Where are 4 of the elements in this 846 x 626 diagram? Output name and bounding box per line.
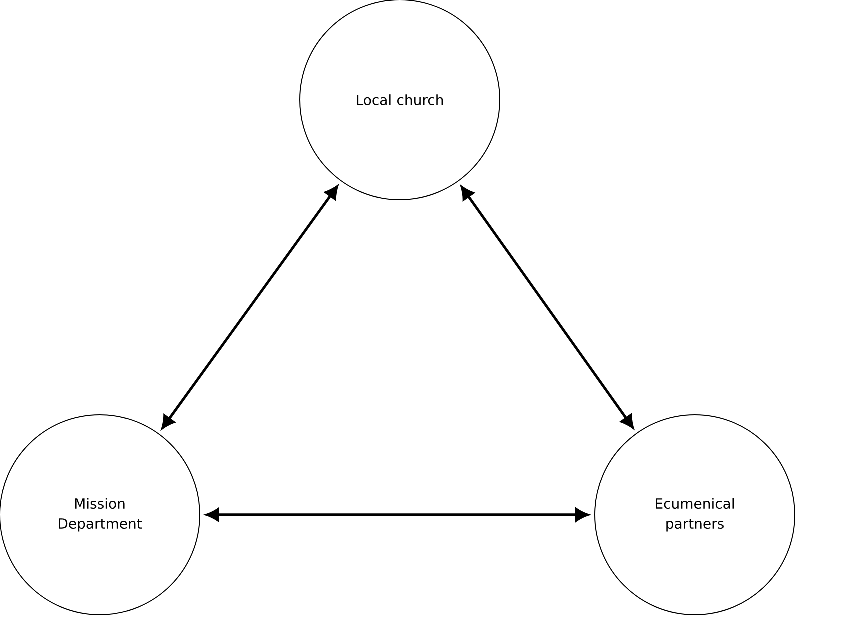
arrow	[206, 508, 589, 522]
circle-node: Ecumenical partners	[594, 414, 796, 616]
arrow	[162, 186, 338, 430]
arrow	[461, 186, 634, 429]
